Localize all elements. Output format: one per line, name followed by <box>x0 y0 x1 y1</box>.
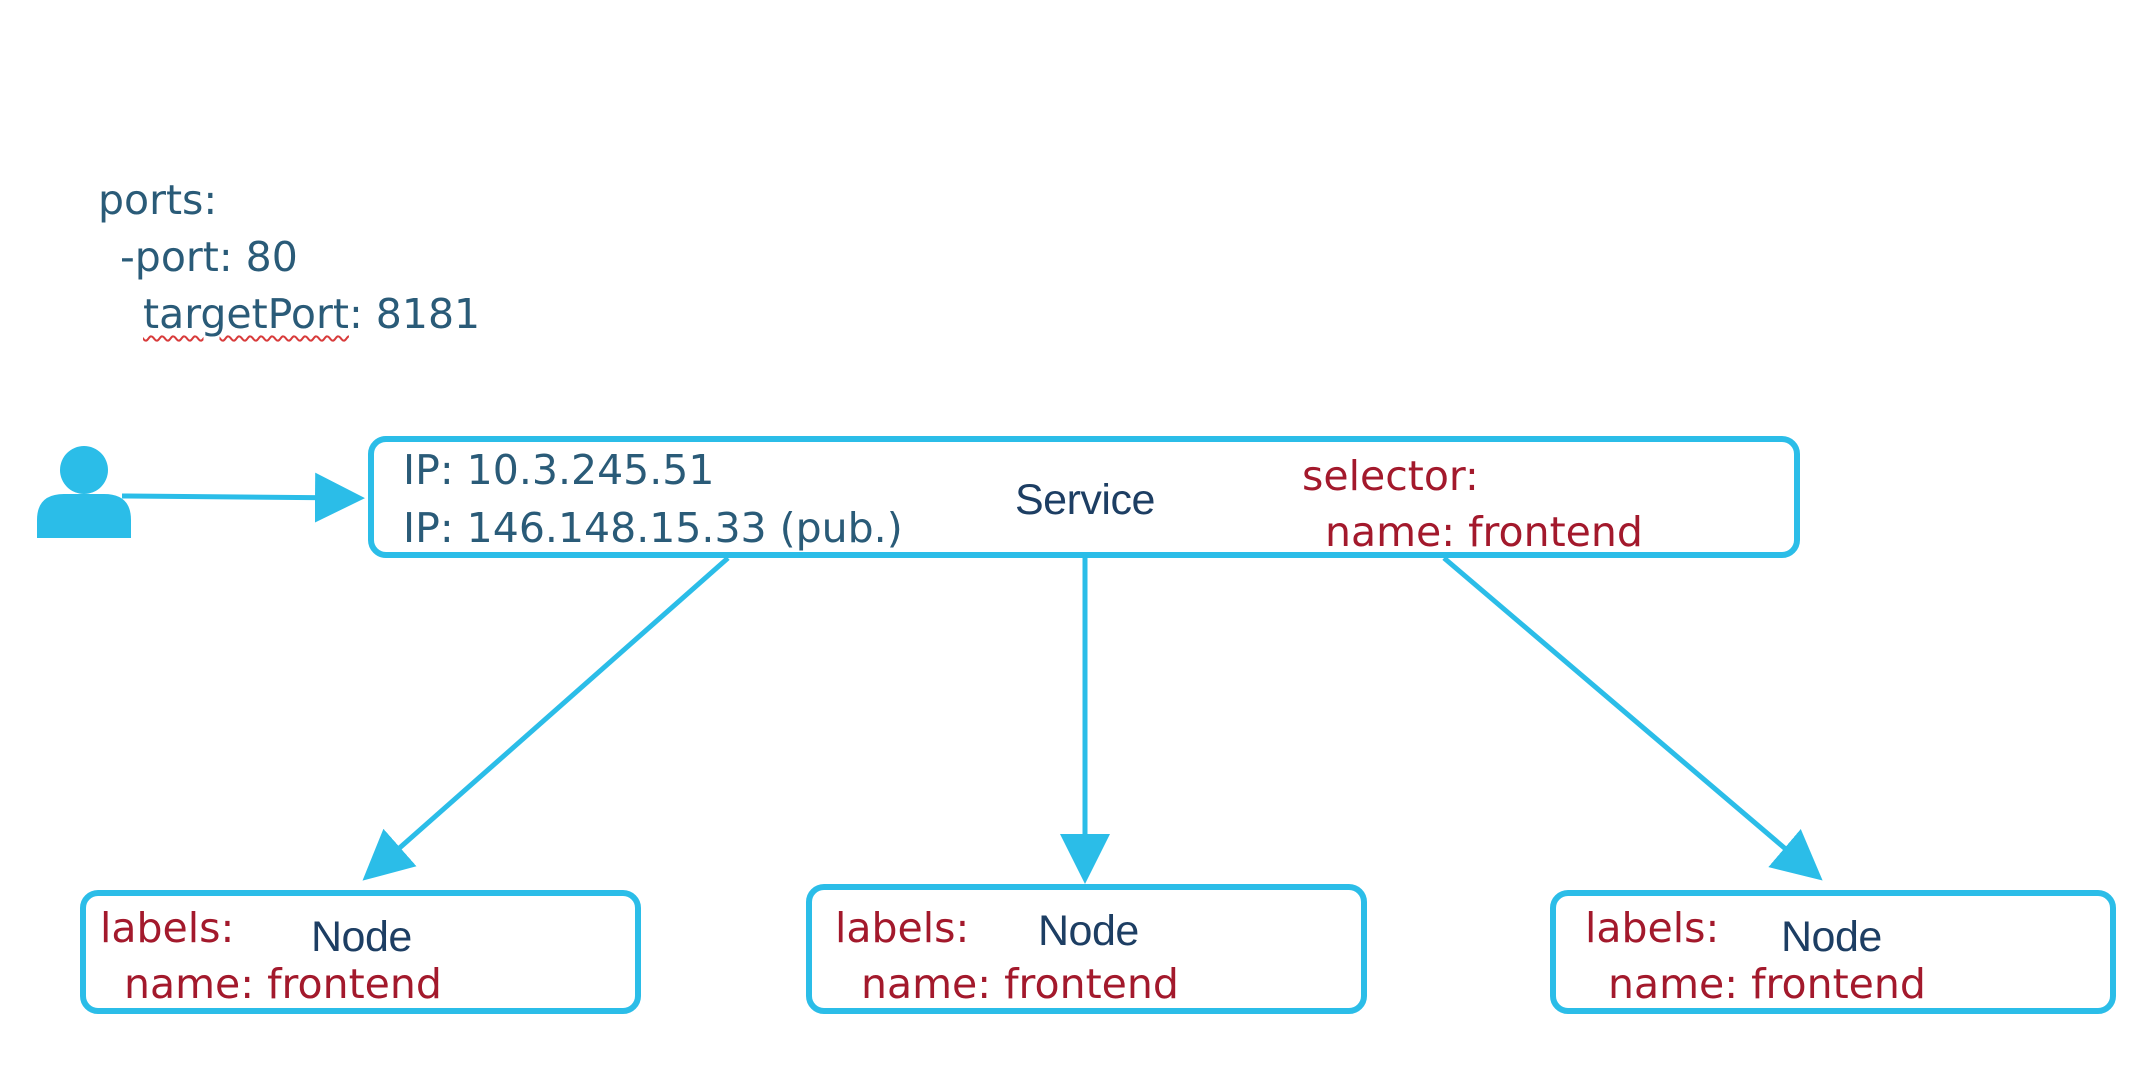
user-to-service-arrow <box>121 472 365 523</box>
service-ip-public: IP: 146.148.15.33 (pub.) <box>403 504 903 552</box>
node-title: Node <box>1038 907 1139 955</box>
target-port-value: : 8181 <box>348 290 481 338</box>
node-title: Node <box>311 913 412 961</box>
service-selector-value: name: frontend <box>1325 508 1643 556</box>
node-box-1: labels: Node name: frontend <box>80 890 641 1014</box>
service-ip-internal: IP: 10.3.245.51 <box>403 446 715 494</box>
node-labels-value: name: frontend <box>124 960 442 1008</box>
node-labels-label: labels: <box>1585 904 1720 952</box>
node-labels-value: name: frontend <box>861 960 1179 1008</box>
port-line: -port: 80 <box>120 233 298 281</box>
ports-label: ports: <box>98 176 218 224</box>
service-to-node-3-arrow <box>1442 556 1823 881</box>
node-title: Node <box>1781 913 1882 961</box>
service-title: Service <box>1015 476 1155 524</box>
service-box: IP: 10.3.245.51 IP: 146.148.15.33 (pub.)… <box>368 436 1800 558</box>
node-labels-label: labels: <box>100 904 235 952</box>
target-port-line: targetPort: 8181 <box>143 294 480 335</box>
node-labels-label: labels: <box>835 904 970 952</box>
node-box-3: labels: Node name: frontend <box>1550 890 2116 1014</box>
target-port-key: targetPort <box>143 290 349 338</box>
node-box-2: labels: Node name: frontend <box>806 884 1367 1014</box>
service-to-node-1-arrow <box>362 556 730 881</box>
user-icon <box>37 446 131 538</box>
service-selector-label: selector: <box>1302 452 1479 500</box>
node-labels-value: name: frontend <box>1608 960 1926 1008</box>
